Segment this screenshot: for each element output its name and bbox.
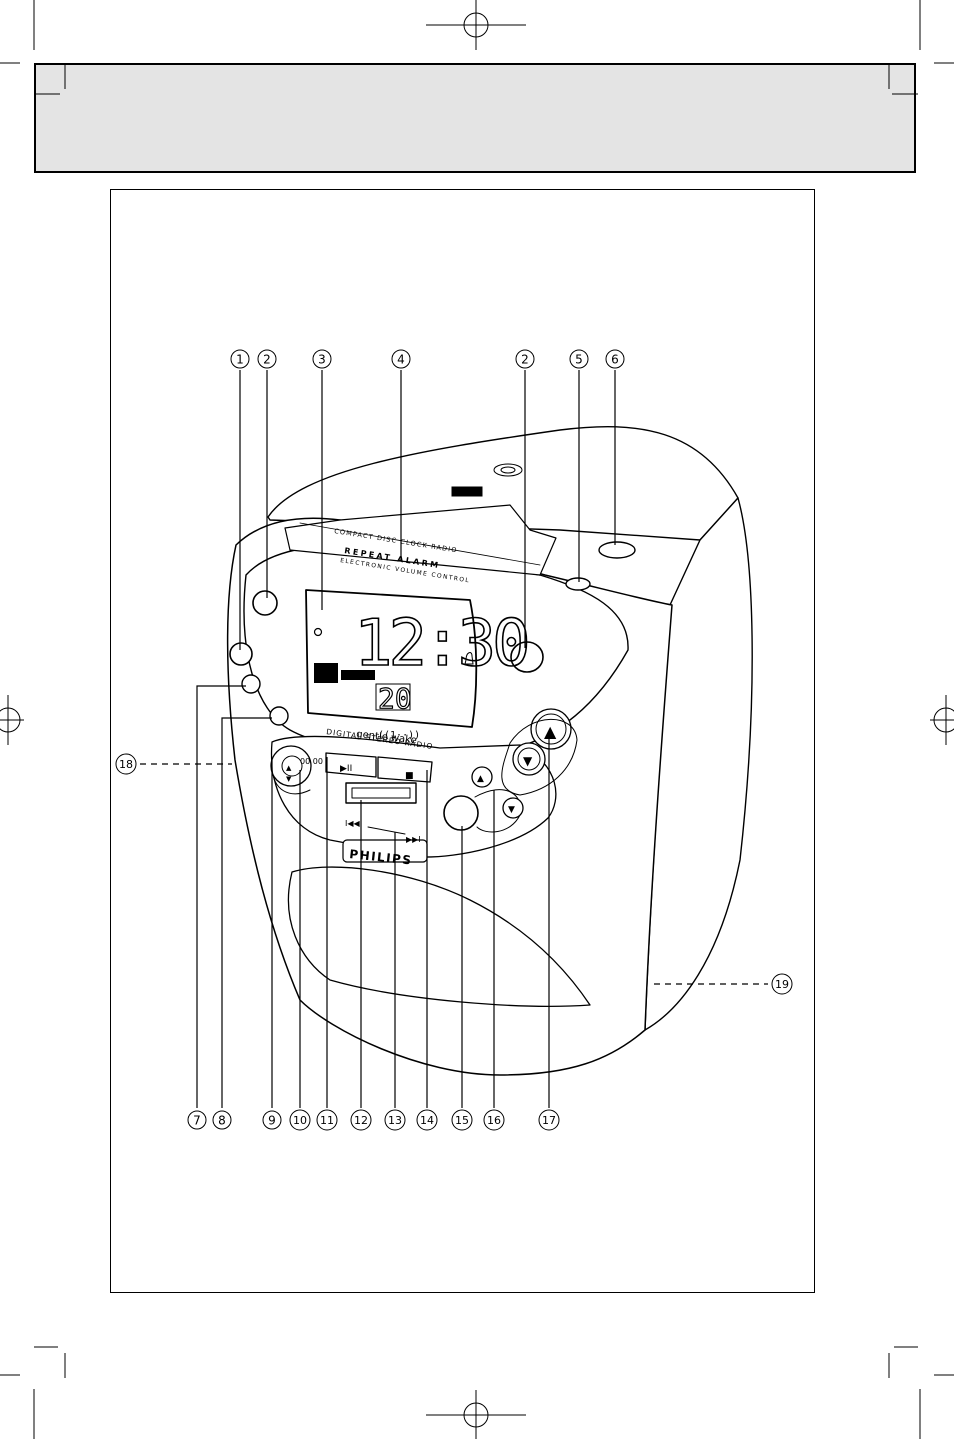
previous-label: I◀◀ — [345, 819, 361, 828]
callout-numbers: 1 2 3 4 2 5 6 18 19 7 8 9 10 11 12 13 14… — [115, 349, 793, 1131]
callout-2: 2 — [257, 349, 277, 369]
callout-14: 14 — [416, 1109, 438, 1131]
callout-5: 5 — [569, 349, 589, 369]
volume-down-arrow: ▼ — [286, 775, 292, 783]
svg-text:7: 7 — [193, 1114, 201, 1128]
svg-text:17: 17 — [542, 1114, 556, 1127]
svg-text:16: 16 — [487, 1114, 501, 1127]
callout-16: 16 — [483, 1109, 505, 1131]
tune-up-arrow: ▲ — [477, 774, 484, 784]
header-band — [34, 63, 916, 173]
callout-1: 1 — [230, 349, 250, 369]
tune-down-arrow: ▼ — [508, 805, 515, 815]
lcd-time: 12:30 — [354, 607, 527, 681]
down-arrow-button: ▼ — [523, 754, 533, 768]
clock-radio-body — [226, 426, 753, 1076]
svg-text:3: 3 — [318, 353, 326, 367]
svg-text:19: 19 — [775, 978, 789, 991]
lcd-block — [314, 663, 338, 683]
callout-7: 7 — [187, 1110, 207, 1130]
callout-19: 19 — [771, 973, 793, 995]
callout-8: 8 — [212, 1110, 232, 1130]
svg-text:2: 2 — [263, 353, 271, 367]
callout-18: 18 — [115, 753, 137, 775]
callout-3: 3 — [312, 349, 332, 369]
callout-17: 17 — [538, 1109, 560, 1131]
svg-text:15: 15 — [455, 1114, 469, 1127]
svg-text:11: 11 — [320, 1114, 334, 1127]
callout-10: 10 — [289, 1109, 311, 1131]
callout-9: 9 — [262, 1110, 282, 1130]
stop-key-label: ■ — [405, 771, 414, 781]
svg-text:6: 6 — [611, 353, 619, 367]
open-lid-up-arrow: ▲ — [544, 722, 557, 741]
svg-text:1: 1 — [236, 353, 244, 367]
svg-text:12: 12 — [354, 1114, 368, 1127]
callout-leaders — [140, 370, 768, 1108]
callout-6: 6 — [605, 349, 625, 369]
svg-text:14: 14 — [420, 1114, 434, 1127]
callout-13: 13 — [384, 1109, 406, 1131]
svg-text:13: 13 — [388, 1114, 402, 1127]
display-bracket-text: ((1··)) — [378, 730, 420, 741]
dial-marks: 00 00 — [300, 757, 323, 766]
brand-badge: PHILIPS — [349, 847, 413, 868]
callout-11: 11 — [316, 1109, 338, 1131]
svg-text:8: 8 — [218, 1114, 226, 1128]
lcd-bar — [341, 670, 375, 680]
lcd-display: 12:30 20 — [313, 606, 532, 716]
compact-disc-logo-icon — [451, 463, 523, 497]
callout-2b: 2 — [515, 349, 535, 369]
volume-up-arrow: ▲ — [286, 764, 292, 772]
svg-text:2: 2 — [521, 353, 529, 367]
svg-text:10: 10 — [293, 1114, 307, 1127]
callout-12: 12 — [350, 1109, 372, 1131]
callout-15: 15 — [451, 1109, 473, 1131]
svg-text:9: 9 — [268, 1114, 276, 1128]
play-pause-key-label: ▶II — [340, 764, 352, 774]
svg-text:18: 18 — [119, 758, 133, 771]
svg-text:4: 4 — [397, 353, 405, 367]
svg-text:5: 5 — [575, 353, 583, 367]
next-label: ▶▶I — [406, 835, 421, 844]
callout-4: 4 — [391, 349, 411, 369]
alarm-bell-icon — [464, 652, 474, 665]
